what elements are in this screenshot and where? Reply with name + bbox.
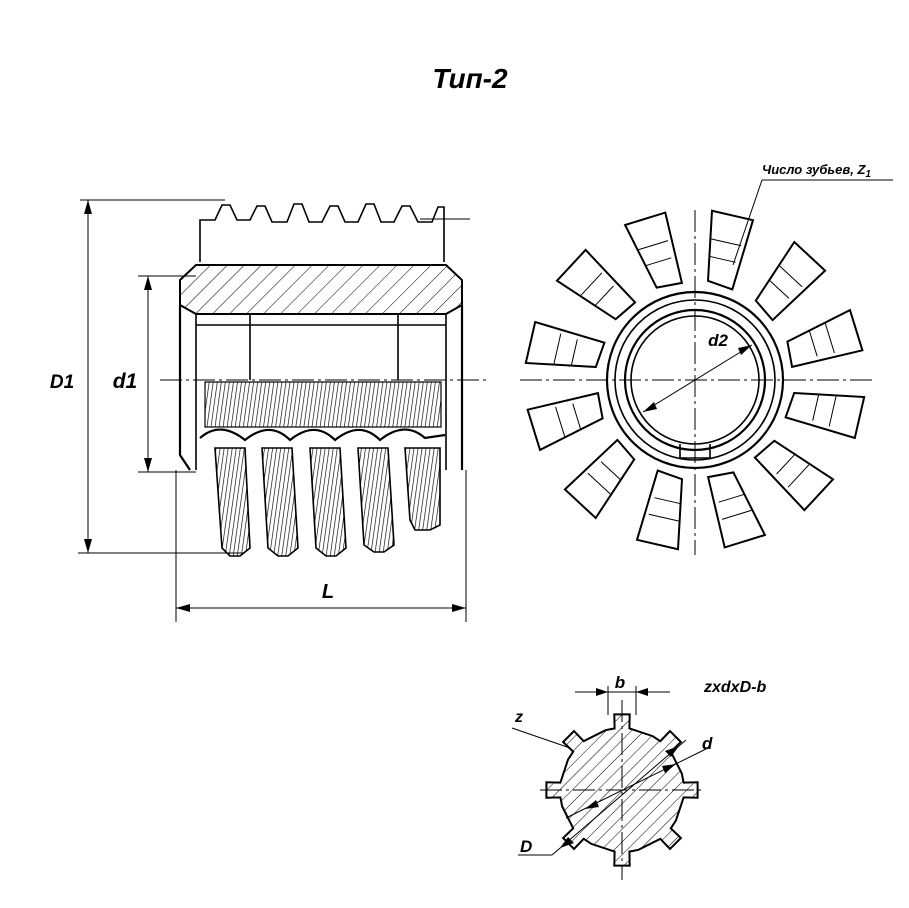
tooth-land-line (779, 265, 803, 288)
tooth-land-line (570, 339, 578, 366)
d2-label: d2 (708, 331, 728, 350)
tooth-land-line (828, 396, 837, 427)
tooth-land-line (776, 453, 796, 475)
teeth-leader-line (732, 179, 763, 266)
hob-tooth (706, 471, 767, 549)
page-title: Тип-2 (432, 63, 508, 94)
L-label: L (322, 581, 334, 603)
tooth-land-line (587, 472, 611, 495)
d2-arrows (643, 345, 752, 412)
tooth-land-line (812, 394, 820, 421)
tooth-land-line (553, 333, 562, 364)
d1-label: d1 (113, 370, 138, 393)
tooth-land-line (711, 238, 742, 247)
d2-dimension-line (642, 344, 753, 413)
hob-tooth (754, 240, 827, 322)
tooth-land-line (654, 497, 681, 505)
tooth-land-line (572, 403, 582, 430)
teeth-count-label: Число зубьев, Z1 (762, 162, 871, 180)
hob-front-view: d2 Число зубьев, Z1 (520, 162, 893, 555)
tooth-land-line (648, 513, 679, 522)
hob-tooth (753, 439, 835, 512)
tooth-land-line (594, 285, 614, 307)
tooth-land-line (721, 509, 752, 520)
z-label: z (514, 709, 523, 726)
tooth-land-line (580, 272, 603, 296)
b-arrows (596, 688, 648, 696)
d-label: d (702, 734, 713, 753)
hob-tooth (706, 209, 755, 291)
thread-wave (199, 428, 446, 442)
tooth-land-line (709, 255, 736, 263)
spline-section: b zxdxD-b z d D (511, 673, 766, 880)
z-leader-line (511, 727, 571, 749)
tooth-land-line (768, 279, 790, 299)
hob-tooth (786, 308, 864, 369)
flutes-upper (204, 381, 442, 428)
flutes-lower (214, 447, 441, 557)
hob-teeth (524, 209, 866, 551)
hob-tooth (784, 391, 866, 440)
b-label: b (615, 673, 625, 692)
hob-side-view: D1 d1 L (50, 199, 490, 622)
tooth-land-line (824, 323, 835, 354)
hob-tooth (635, 469, 684, 551)
D-label: D (520, 837, 532, 856)
D-dimension-line (551, 739, 687, 856)
tooth-land-line (600, 461, 622, 481)
tooth-land-line (808, 330, 818, 357)
spline-formula: zxdxD-b (703, 679, 766, 696)
tooth-land-line (638, 240, 669, 251)
hob-tooth (526, 391, 604, 452)
hob-tooth (524, 320, 606, 369)
top-teeth-profile (199, 203, 445, 262)
hatched-section (179, 264, 463, 315)
d-arrows (585, 764, 676, 809)
hob-tooth (563, 438, 636, 520)
hob-tooth (623, 211, 684, 289)
tooth-land-line (787, 464, 810, 488)
tooth-land-line (718, 493, 745, 503)
body-outline (178, 305, 464, 471)
D1-label: D1 (50, 372, 74, 393)
hob-tooth (555, 248, 637, 321)
tooth-land-line (645, 257, 672, 267)
tooth-land-line (555, 406, 566, 437)
